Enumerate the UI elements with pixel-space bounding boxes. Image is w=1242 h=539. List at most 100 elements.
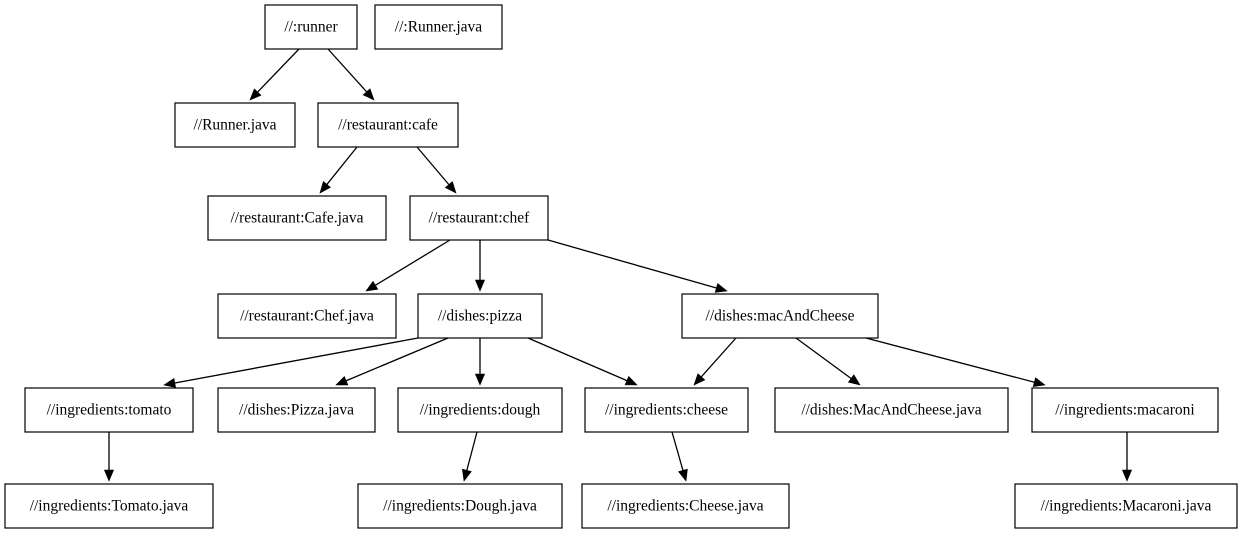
node-label: //:Runner.java bbox=[395, 19, 483, 36]
edge-arrowhead bbox=[1121, 469, 1133, 482]
graph-edge bbox=[693, 337, 737, 386]
node-box[interactable] bbox=[217, 293, 397, 339]
graph-edge bbox=[249, 48, 300, 101]
node-box[interactable] bbox=[357, 483, 563, 529]
node-label: //ingredients:macaroni bbox=[1055, 402, 1195, 419]
edge-line bbox=[257, 48, 300, 93]
graph-edge bbox=[474, 240, 486, 292]
edge-line bbox=[174, 337, 419, 384]
node-label: //dishes:macAndCheese bbox=[706, 308, 855, 325]
edge-arrowhead bbox=[249, 88, 262, 101]
graph-node-tomato_java[interactable]: //ingredients:Tomato.java bbox=[4, 483, 214, 529]
node-box[interactable] bbox=[1031, 387, 1219, 433]
graph-node-pizza_java[interactable]: //dishes:Pizza.java bbox=[217, 387, 376, 433]
node-box[interactable] bbox=[774, 387, 1009, 433]
edge-arrowhead bbox=[693, 373, 706, 386]
graph-node-dishes_mac[interactable]: //dishes:macAndCheese bbox=[681, 293, 879, 339]
node-box[interactable] bbox=[584, 387, 749, 433]
graph-node-ing_cheese[interactable]: //ingredients:cheese bbox=[584, 387, 749, 433]
edge-arrowhead bbox=[444, 181, 457, 194]
node-box[interactable] bbox=[581, 483, 790, 529]
edge-line bbox=[327, 48, 368, 93]
graph-node-restaurant_chef[interactable]: //restaurant:chef bbox=[409, 195, 549, 241]
graph-node-cheese_java[interactable]: //ingredients:Cheese.java bbox=[581, 483, 790, 529]
node-box[interactable] bbox=[397, 387, 563, 433]
edge-line bbox=[375, 239, 451, 286]
node-label: //restaurant:cafe bbox=[338, 117, 438, 134]
graph-node-chef_java[interactable]: //restaurant:Chef.java bbox=[217, 293, 397, 339]
node-label: //ingredients:cheese bbox=[605, 402, 728, 419]
graph-node-mac_java[interactable]: //dishes:MacAndCheese.java bbox=[774, 387, 1009, 433]
edge-line bbox=[416, 146, 450, 186]
graph-edge bbox=[1121, 432, 1133, 482]
graph-node-macaroni_java[interactable]: //ingredients:Macaroni.java bbox=[1014, 483, 1238, 529]
graph-edge bbox=[365, 239, 451, 292]
graph-edge bbox=[547, 239, 728, 293]
graph-edge bbox=[327, 48, 375, 101]
node-label: //restaurant:chef bbox=[429, 210, 531, 227]
node-label: //ingredients:Tomato.java bbox=[30, 498, 189, 515]
node-label: //restaurant:Cafe.java bbox=[231, 210, 364, 227]
graph-node-dough_java[interactable]: //ingredients:Dough.java bbox=[357, 483, 563, 529]
graph-edge bbox=[335, 337, 449, 386]
graph-edge bbox=[527, 337, 638, 386]
graph-node-runner_java_root[interactable]: //:Runner.java bbox=[374, 4, 503, 50]
node-label: //ingredients:tomato bbox=[47, 402, 172, 419]
edge-arrowhead bbox=[678, 468, 688, 482]
edge-arrowhead bbox=[474, 373, 486, 386]
edge-line bbox=[700, 337, 737, 378]
edge-line bbox=[466, 431, 478, 471]
node-label: //ingredients:dough bbox=[420, 402, 541, 419]
graph-node-restaurant_cafe[interactable]: //restaurant:cafe bbox=[317, 102, 459, 148]
graph-node-cafe_java[interactable]: //restaurant:Cafe.java bbox=[207, 195, 387, 241]
node-label: //ingredients:Dough.java bbox=[383, 498, 537, 515]
edge-arrowhead bbox=[714, 283, 728, 293]
node-label: //Runner.java bbox=[193, 117, 276, 134]
graph-edge bbox=[163, 337, 419, 388]
node-box[interactable] bbox=[174, 102, 296, 148]
graph-node-runner[interactable]: //:runner bbox=[264, 4, 358, 50]
edge-line bbox=[547, 239, 717, 289]
node-box[interactable] bbox=[4, 483, 214, 529]
edge-arrowhead bbox=[847, 374, 861, 386]
edge-arrowhead bbox=[163, 377, 177, 388]
node-box[interactable] bbox=[264, 4, 358, 50]
node-label: //restaurant:Chef.java bbox=[240, 308, 374, 325]
edge-line bbox=[326, 146, 358, 185]
graph-edge bbox=[865, 337, 1046, 388]
graph-edge bbox=[795, 337, 861, 386]
edge-arrowhead bbox=[362, 88, 375, 101]
node-box[interactable] bbox=[207, 195, 387, 241]
node-label: //ingredients:Macaroni.java bbox=[1041, 498, 1212, 515]
edge-arrowhead bbox=[319, 181, 332, 194]
node-box[interactable] bbox=[317, 102, 459, 148]
edge-line bbox=[527, 337, 628, 382]
graph-edge bbox=[416, 146, 457, 194]
edge-arrowhead bbox=[1032, 377, 1046, 388]
graph-node-ing_dough[interactable]: //ingredients:dough bbox=[397, 387, 563, 433]
edges-layer bbox=[103, 48, 1133, 482]
edge-arrowhead bbox=[335, 375, 349, 386]
graph-node-runner_java[interactable]: //Runner.java bbox=[174, 102, 296, 148]
edge-arrowhead bbox=[474, 279, 486, 292]
edge-arrowhead bbox=[624, 375, 638, 386]
graph-edge bbox=[319, 146, 358, 194]
graph-node-ing_tomato[interactable]: //ingredients:tomato bbox=[24, 387, 194, 433]
edge-line bbox=[795, 337, 852, 380]
node-label: //dishes:MacAndCheese.java bbox=[801, 402, 981, 419]
node-box[interactable] bbox=[24, 387, 194, 433]
node-box[interactable] bbox=[417, 293, 543, 339]
graph-edge bbox=[462, 431, 478, 482]
node-box[interactable] bbox=[217, 387, 376, 433]
graph-edge bbox=[671, 431, 688, 482]
node-box[interactable] bbox=[681, 293, 879, 339]
node-box[interactable] bbox=[1014, 483, 1238, 529]
nodes-layer: //:runner //:Runner.java //Runner.java //re… bbox=[4, 4, 1238, 529]
graph-node-dishes_pizza[interactable]: //dishes:pizza bbox=[417, 293, 543, 339]
node-label: //:runner bbox=[284, 19, 338, 36]
node-box[interactable] bbox=[374, 4, 503, 50]
node-box[interactable] bbox=[409, 195, 549, 241]
edge-arrowhead bbox=[365, 280, 379, 292]
graph-node-ing_macaroni[interactable]: //ingredients:macaroni bbox=[1031, 387, 1219, 433]
